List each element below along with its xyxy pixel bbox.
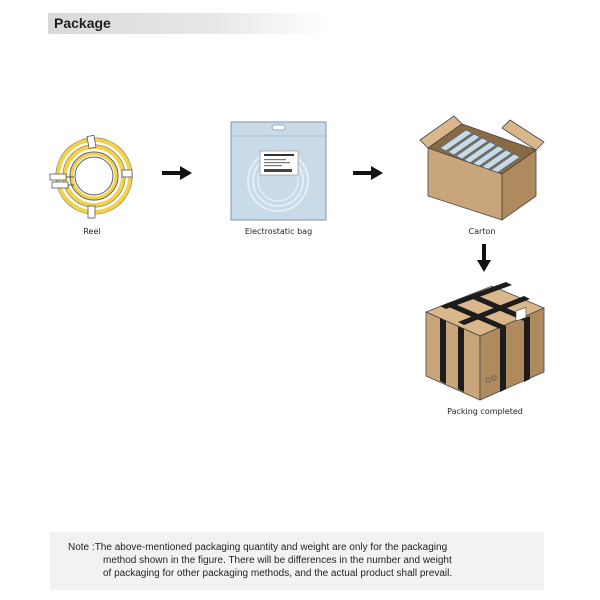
reel-illustration xyxy=(44,130,139,225)
note-text: Note :The above-mentioned packaging quan… xyxy=(68,541,508,580)
note-line-1: Note :The above-mentioned packaging quan… xyxy=(68,541,508,554)
electrostatic-bag-caption: Electrostatic bag xyxy=(244,227,313,236)
reel-caption: Reel xyxy=(83,227,101,236)
note-line-2: method shown in the figure. There will b… xyxy=(103,555,452,566)
note-box: Note :The above-mentioned packaging quan… xyxy=(50,532,544,590)
note-line-3: of packaging for other packaging methods… xyxy=(103,568,453,579)
note-line-1-text: The above-mentioned packaging quantity a… xyxy=(94,542,448,553)
packing-completed-caption: Packing completed xyxy=(447,407,523,416)
electrostatic-bag-illustration xyxy=(230,121,327,221)
arrow-down-icon xyxy=(477,244,491,277)
section-title: Package xyxy=(54,15,111,31)
packed-carton-illustration xyxy=(420,282,550,402)
carton-illustration xyxy=(414,112,554,222)
arrow-right-icon xyxy=(162,166,192,185)
carton-caption: Carton xyxy=(468,227,496,236)
section-header: Package xyxy=(48,13,330,34)
note-label: Note : xyxy=(68,542,95,553)
arrow-right-icon xyxy=(353,166,383,185)
